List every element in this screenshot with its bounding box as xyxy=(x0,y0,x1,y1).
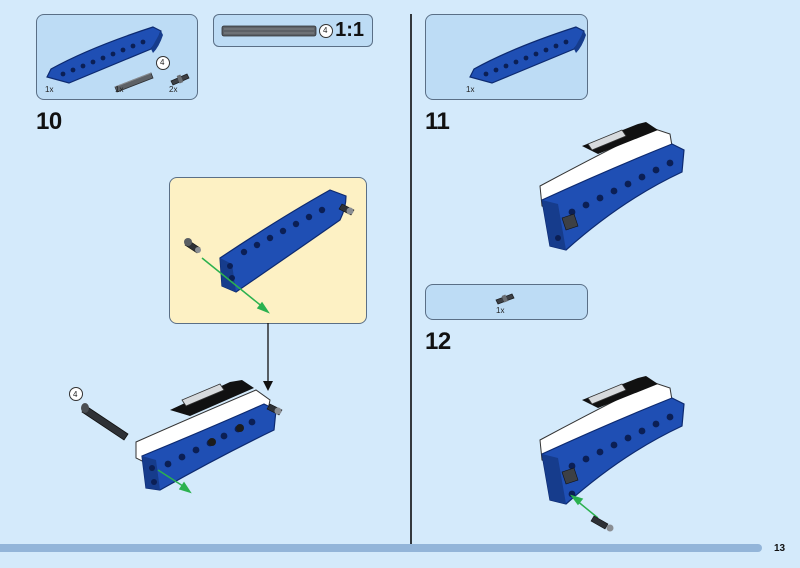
axle-icon xyxy=(114,72,154,93)
callout-circle-icon xyxy=(156,56,170,70)
scale-label: 1:1 xyxy=(335,19,364,41)
axle-icon xyxy=(221,25,317,37)
assembly-callout-number: 4 xyxy=(73,390,78,399)
step-11-parts-box: 1x xyxy=(425,14,588,100)
step-number-10: 10 xyxy=(36,108,62,135)
scale-reference-box: 4 1:1 xyxy=(213,14,373,47)
step-number-11: 11 xyxy=(425,108,450,135)
down-arrow-icon xyxy=(263,323,273,391)
blue-wing-beam-icon xyxy=(469,26,586,84)
step-12-model xyxy=(539,376,685,532)
scale-callout-number: 4 xyxy=(323,26,328,35)
part-qty-pin: 1x xyxy=(496,306,505,315)
page-number: 13 xyxy=(774,543,786,554)
step-number-12: 12 xyxy=(425,328,451,355)
part-qty-pin: 2x xyxy=(169,85,178,94)
part-qty-wing: 1x xyxy=(45,85,54,94)
pin-icon xyxy=(170,73,190,86)
green-arrow-icon xyxy=(201,257,270,314)
blue-wing-beam-icon xyxy=(46,26,163,84)
footer-bar xyxy=(0,544,762,552)
part-qty-wing: 1x xyxy=(466,85,475,94)
step-10-parts-box: 1x 4 1x 2x xyxy=(36,14,198,100)
part-qty-axle: 1x xyxy=(115,85,124,94)
step-10-model xyxy=(69,380,283,494)
column-divider xyxy=(410,14,412,544)
pin-icon xyxy=(495,293,515,305)
callout-circle-icon xyxy=(319,24,333,38)
axle-callout-number: 4 xyxy=(160,58,165,67)
blue-wing-beam-icon xyxy=(184,189,355,314)
sub-assembly-callout xyxy=(169,177,367,324)
step-11-model xyxy=(539,122,685,251)
step-12-parts-box: 1x xyxy=(425,284,588,320)
pin-icon xyxy=(184,238,201,254)
